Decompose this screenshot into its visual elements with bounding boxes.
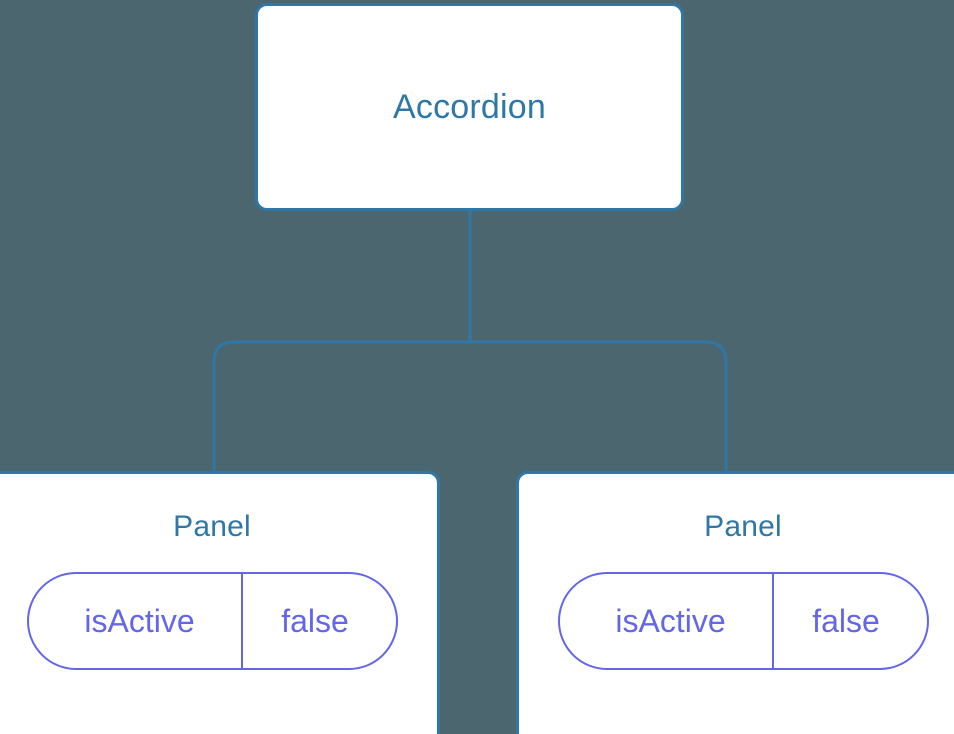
state-value-left: false: [281, 603, 349, 639]
node-panel-left-label: Panel: [173, 510, 251, 543]
state-key-right: isActive: [560, 574, 774, 668]
state-value-right: false: [812, 603, 880, 639]
state-key-left: isActive: [29, 574, 243, 668]
state-pill-right[interactable]: isActive false: [557, 572, 929, 670]
node-panel-right[interactable]: Panel isActive false: [516, 471, 954, 734]
edge-accordion-to-left-panel: [212, 211, 472, 474]
node-panel-right-label: Panel: [704, 510, 782, 543]
state-pill-left[interactable]: isActive false: [26, 572, 398, 670]
node-accordion-label: Accordion: [393, 88, 546, 126]
edge-accordion-to-right-panel: [468, 211, 728, 474]
node-panel-left[interactable]: Panel isActive false: [0, 471, 440, 734]
node-accordion[interactable]: Accordion: [255, 3, 684, 211]
